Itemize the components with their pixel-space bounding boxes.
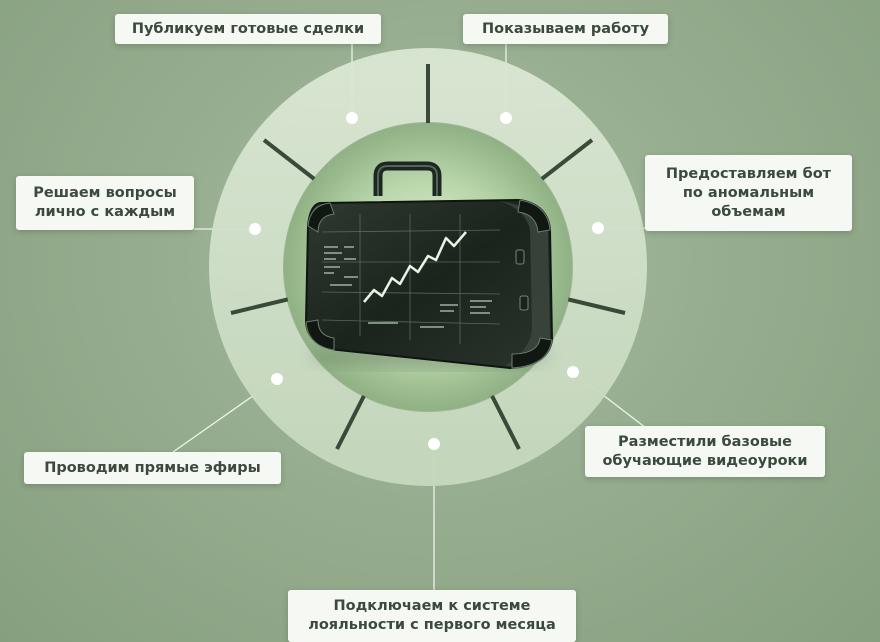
label-video-lessons: Разместили базовые обучающие видеоуроки — [585, 426, 825, 477]
label-publish-deals: Публикуем готовые сделки — [115, 14, 381, 44]
connector-dots — [249, 112, 604, 450]
label-show-work: Показываем работу — [463, 14, 668, 44]
label-loyalty-system: Подключаем к системе лояльности с первог… — [288, 590, 576, 642]
label-personal-support: Решаем вопросы лично с каждым — [16, 176, 194, 230]
briefcase-with-chart-icon — [304, 161, 554, 370]
label-anomaly-bot: Предоставляем бот по аномальным объемам — [645, 155, 852, 231]
label-live-streams: Проводим прямые эфиры — [24, 452, 281, 484]
